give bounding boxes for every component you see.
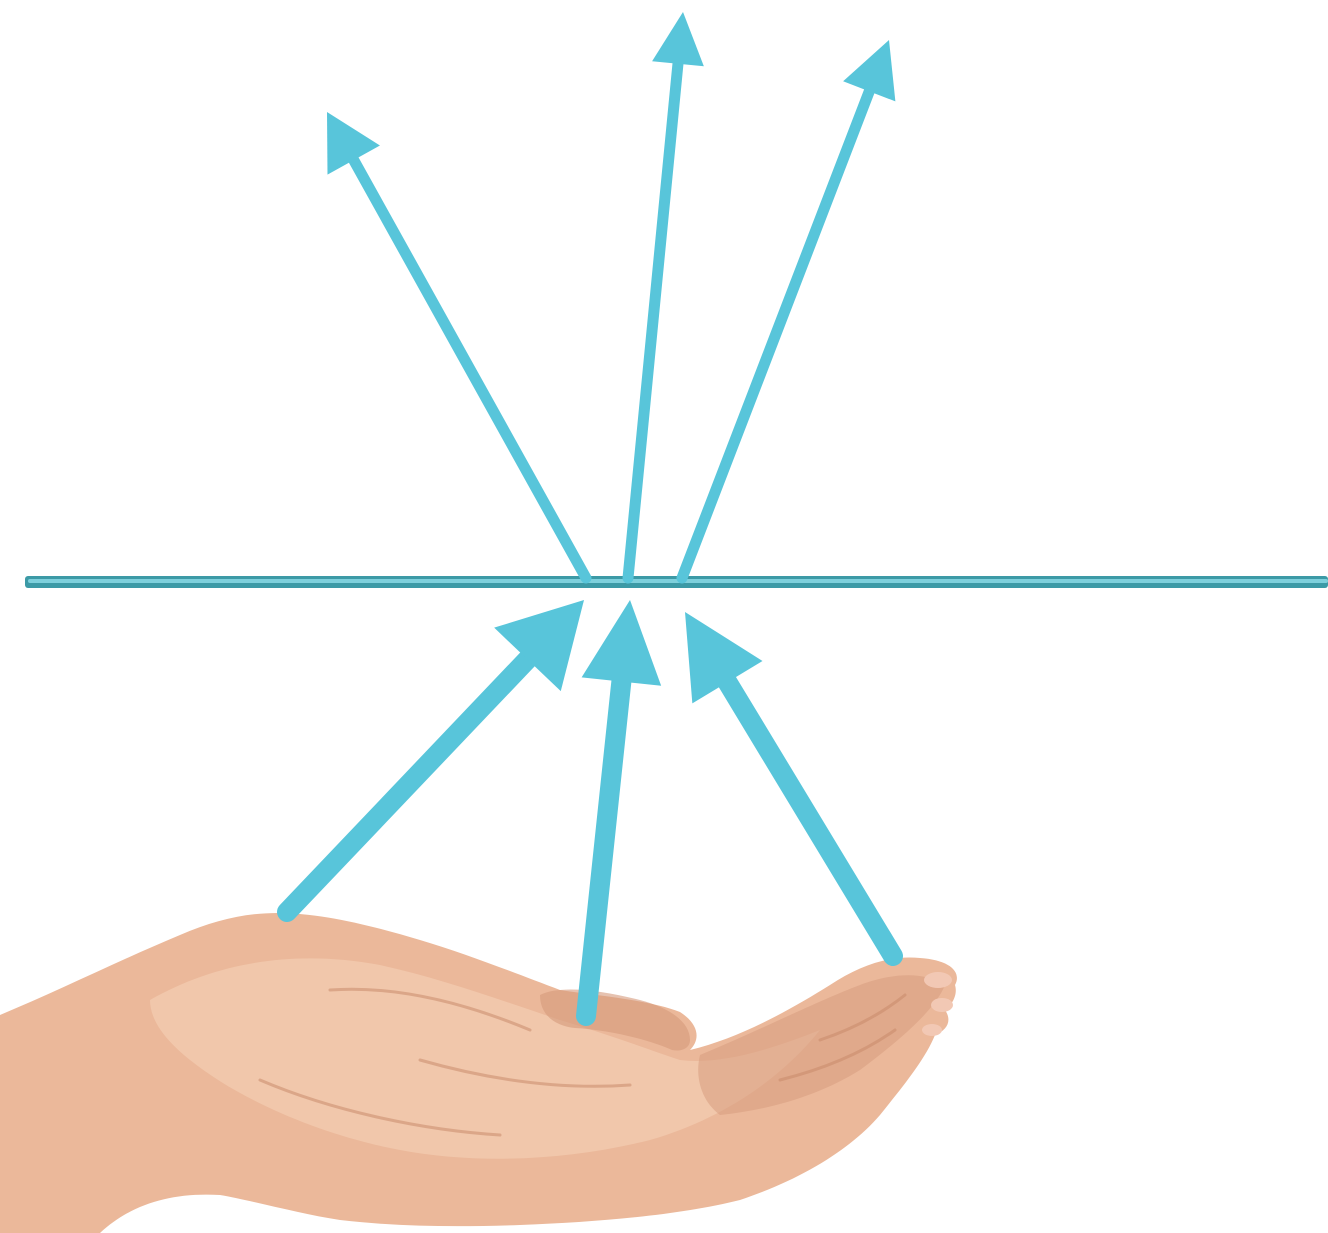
incident-arrow-icon-shaft [725, 679, 893, 956]
reflected-arrow-icon [682, 40, 895, 578]
reflected-arrow-icon-shaft [682, 88, 871, 578]
fingernail [924, 972, 952, 988]
reflected-arrow-icon-shaft [352, 157, 586, 578]
arrows-group [287, 12, 895, 1016]
surface-line [25, 576, 1328, 588]
fingernail [931, 998, 953, 1012]
reflected-arrow-icon-head [652, 12, 704, 66]
incident-arrow-icon [685, 612, 893, 956]
incident-arrow-icon [287, 600, 584, 912]
reflected-arrow-icon-shaft [628, 60, 678, 578]
reflected-arrow-icon [628, 12, 704, 578]
reflected-arrow-icon [327, 112, 586, 578]
incident-arrow-icon [582, 600, 662, 1016]
fingernail [922, 1024, 942, 1036]
incident-arrow-icon-head [582, 600, 662, 686]
incident-arrow-icon-shaft [287, 656, 530, 912]
incident-arrow-icon-shaft [586, 678, 622, 1016]
open-palm-hand-icon [0, 913, 957, 1233]
